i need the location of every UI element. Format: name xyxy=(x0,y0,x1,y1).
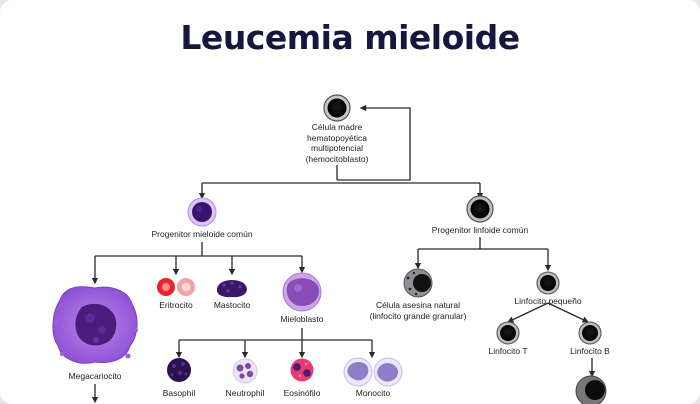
myeloblast-label: Mieloblasto xyxy=(280,314,324,324)
monocyte-icon xyxy=(343,357,403,387)
lymphoid-progenitor-label: Progenitor linfoide común xyxy=(431,225,529,235)
mast-cell-icon xyxy=(216,280,247,298)
basophil-icon xyxy=(167,358,191,382)
stem-cell-icon xyxy=(323,94,351,122)
arrow-to-t-lymphocyte xyxy=(507,302,549,323)
megakaryocyte-icon xyxy=(52,286,138,364)
myeloid-progenitor-label: Progenitor mieloide común xyxy=(151,229,253,239)
eosinophil-label: Eosinófilo xyxy=(283,388,321,398)
natural-killer-icon xyxy=(403,268,433,298)
t-lymphocyte-icon xyxy=(496,321,520,345)
monocyte-label: Monocito xyxy=(355,388,391,398)
arrow-to-b-lymphocyte xyxy=(547,302,589,323)
eosinophil-icon xyxy=(290,358,314,382)
t-lymphocyte-label: Linfocito T xyxy=(488,346,528,356)
connectors xyxy=(91,104,596,404)
myeloid-progenitor-icon xyxy=(187,197,217,227)
neutrophil-icon xyxy=(232,358,258,384)
neutrophil-label: Neutrophil xyxy=(225,388,265,398)
small-lymphocyte-icon xyxy=(536,271,560,295)
b-lymphocyte-label: Linfocito B xyxy=(570,346,610,356)
natural-killer-label: Célula asesina natural (linfocito grande… xyxy=(369,300,467,321)
lymphoid-progenitor-icon xyxy=(466,195,494,223)
b-lymphocyte-icon xyxy=(578,321,602,345)
plasma-cell-icon xyxy=(575,375,607,404)
basophil-label: Basophil xyxy=(162,388,196,398)
mast-cell-label: Mastocito xyxy=(213,300,251,310)
self-renewal-arrow xyxy=(337,104,411,181)
megakaryocyte-label: Megacariocito xyxy=(68,371,122,381)
page-title: Leucemia mieloide xyxy=(180,18,520,57)
erythrocyte-label: Eritrocito xyxy=(159,300,193,310)
stem-cell-label: Célula madre hematopoyética multipotenci… xyxy=(305,122,369,164)
small-lymphocyte-label: Linfocito pequeño xyxy=(514,296,582,306)
myeloblast-icon xyxy=(282,272,322,312)
erythrocyte-icon xyxy=(157,278,195,296)
